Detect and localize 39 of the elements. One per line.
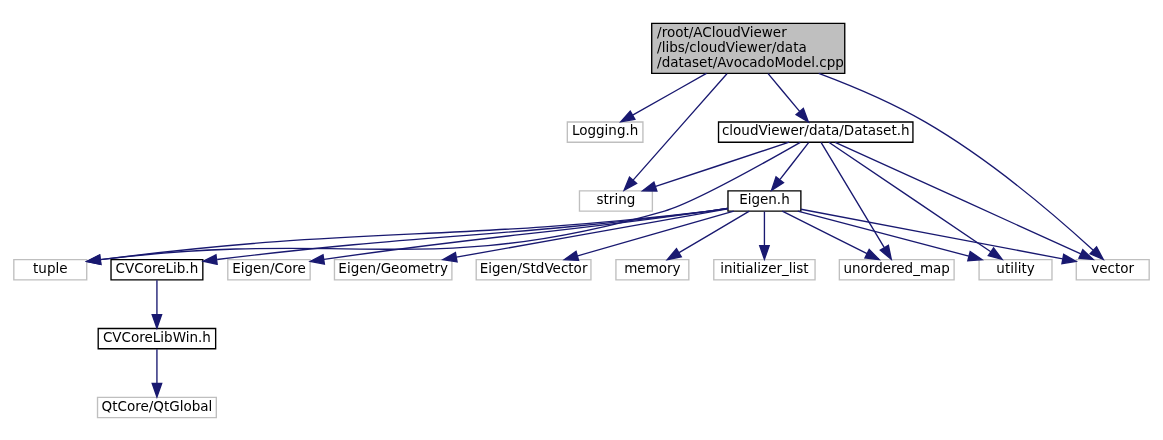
node-box: string <box>578 189 654 212</box>
arrow <box>767 72 810 123</box>
arrow <box>797 209 985 261</box>
arrow <box>84 207 729 265</box>
node-box: /root/ACloudViewer /libs/cloudViewer/data /dataset/AvocadoModel.cpp <box>651 22 846 74</box>
node-box: Logging.h <box>566 120 644 143</box>
arrow <box>619 72 708 123</box>
arrow <box>781 210 881 261</box>
node-box: cloudViewer/data/Dataset.h <box>717 120 914 143</box>
arrow <box>201 207 729 265</box>
arrow <box>84 141 801 265</box>
arrow <box>640 141 790 192</box>
arrow <box>151 348 163 399</box>
node-box: unordered_map <box>838 258 955 281</box>
node-box: Eigen.h <box>727 189 802 212</box>
arrow <box>770 141 810 192</box>
arrow <box>828 141 1004 260</box>
node-box: Eigen/Core <box>227 258 311 281</box>
node-box: CVCoreLibWin.h <box>97 327 217 349</box>
arrow <box>818 72 1105 261</box>
arrow <box>834 141 1095 260</box>
node-box: initializer_list <box>713 258 816 281</box>
node-box: utility <box>978 258 1053 281</box>
arrow <box>151 279 163 330</box>
node-box: vector <box>1075 258 1150 281</box>
node-box: QtCore/QtGlobal <box>96 396 217 418</box>
arrow <box>308 207 729 265</box>
arrow <box>800 208 1079 264</box>
arrow <box>665 210 750 261</box>
arrow <box>440 207 729 263</box>
node-box: Eigen/StdVector <box>475 258 592 281</box>
arrow <box>820 141 893 261</box>
node-box: Eigen/Geometry <box>333 258 453 281</box>
arrow <box>622 72 728 192</box>
arrow <box>758 210 771 261</box>
node-box: memory <box>615 258 690 281</box>
node-box: CVCoreLib.h <box>110 258 204 281</box>
arrow <box>562 209 735 261</box>
node-box: tuple <box>13 258 88 281</box>
